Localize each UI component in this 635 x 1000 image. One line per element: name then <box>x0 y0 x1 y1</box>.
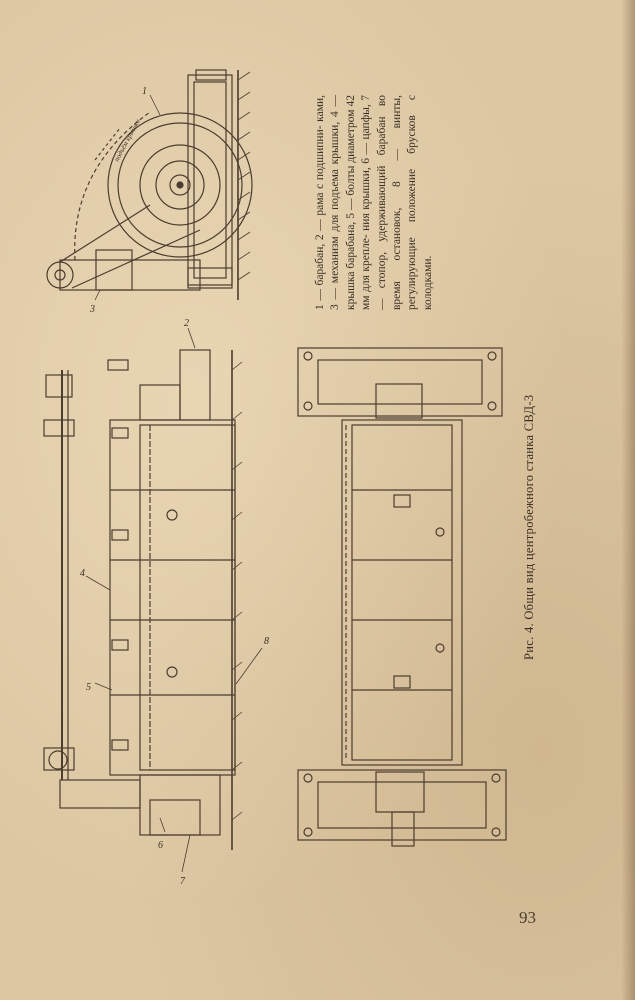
callout-3: 3 <box>89 304 95 315</box>
side-elevation-drawing <box>43 327 263 873</box>
callout-7: 7 <box>180 876 186 887</box>
callout-4: 4 <box>80 568 85 579</box>
legend-text: 1 — барабан, 2 — рама с подшипни- ками, … <box>314 95 434 310</box>
callout-8: 8 <box>264 636 269 647</box>
callout-6: 6 <box>158 840 163 851</box>
figure-legend: 1 — барабан, 2 — рама с подшипни- ками, … <box>313 95 436 310</box>
callout-1: 1 <box>142 86 147 97</box>
callout-2: 2 <box>184 318 189 329</box>
page-edge-shadow <box>621 0 635 1000</box>
callout-5: 5 <box>86 682 91 693</box>
page-number: 93 <box>519 908 536 927</box>
end-view-drawing <box>46 69 253 301</box>
figure-caption: Рис. 4. Общи вид центробежного станка СВ… <box>522 394 536 660</box>
plan-view-drawing <box>297 347 507 847</box>
